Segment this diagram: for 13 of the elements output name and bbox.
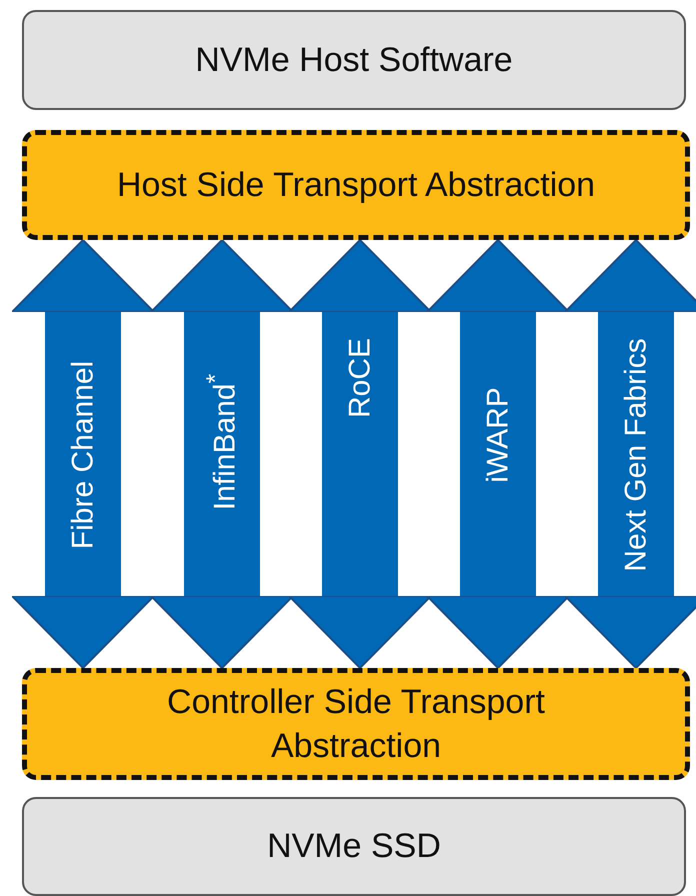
double-arrow bbox=[11, 239, 155, 669]
layer-box bbox=[22, 10, 686, 110]
double-arrow bbox=[150, 239, 294, 669]
layer-label: Host Side Transport Abstraction bbox=[116, 164, 596, 206]
layer-label: Controller Side Transport Abstraction bbox=[166, 682, 546, 767]
abstraction-layer-box bbox=[22, 668, 690, 780]
layer-label: NVMe Host Software bbox=[194, 40, 514, 81]
layer-label: NVMe SSD bbox=[266, 826, 442, 868]
double-arrow bbox=[288, 239, 432, 669]
double-arrow bbox=[426, 239, 570, 669]
double-arrow bbox=[564, 239, 696, 669]
abstraction-layer-box bbox=[22, 130, 690, 240]
layer-box bbox=[22, 797, 686, 896]
